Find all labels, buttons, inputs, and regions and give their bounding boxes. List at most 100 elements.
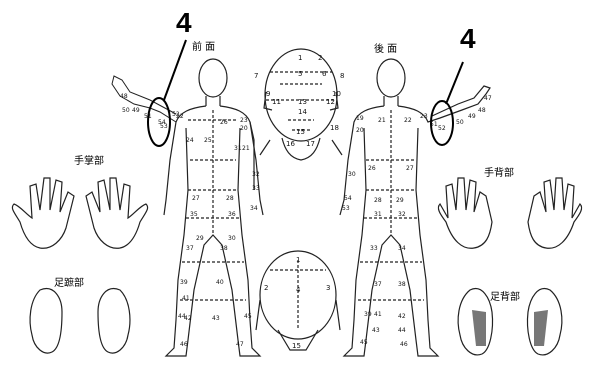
back-zone-label-33: 33 [370,245,378,252]
back-body-figure [340,59,490,356]
top-head-zone-label-3: 3 [326,284,330,292]
back-zone-label-31: 31 [374,211,382,218]
back-zone-label-39: 39 [364,311,372,318]
back-zone-label-53: 53 [342,205,350,212]
face-zone-label-18: 18 [330,124,339,132]
front-zone-label-50: 50 [122,107,130,114]
back-zone-label-42: 42 [398,313,406,320]
face-zone-label-1: 1 [298,54,302,62]
front-zone-label-31: 31 [234,145,242,152]
left-callout-line [164,40,186,100]
top-head-figure [256,251,340,350]
face-zone-label-17: 17 [306,140,315,148]
front-zone-label-49: 49 [132,107,140,114]
back-zone-label-32: 32 [398,211,406,218]
front-zone-label-38: 38 [220,245,228,252]
front-zone-label-28: 28 [226,195,234,202]
front-zone-label-26: 26 [220,119,228,126]
right-callout-number: 4 [460,23,476,54]
face-zone-label-7: 7 [254,72,258,80]
back-zone-label-38: 38 [398,281,406,288]
back-zone-label-47: 47 [484,95,492,102]
sole-title: 足蹠部 [54,276,84,289]
top-head-zone-label-4: 4 [296,286,301,294]
sole-feet [30,289,130,353]
top-head-zone-label-2: 2 [264,284,268,292]
front-zone-label-29: 29 [196,235,204,242]
face-zone-label-2: 2 [318,54,322,62]
front-zone-label-24: 24 [186,137,194,144]
face-zone-label-10: 10 [332,90,341,98]
front-zone-label-47: 47 [236,341,244,348]
front-title: 前 面 [192,40,215,53]
face-zone-label-12: 12 [326,98,335,106]
face-zone-label-16: 16 [286,140,295,148]
front-zone-label-34: 34 [250,205,258,212]
front-zone-label-23: 23 [240,117,248,124]
back-zone-label-51: 51 [430,121,438,128]
back-zone-label-54: 54 [344,195,352,202]
back-zone-label-34: 34 [398,245,406,252]
front-zone-label-44: 44 [178,313,186,320]
back-zone-label-29: 29 [396,197,404,204]
face-zone-label-13: 13 [298,98,307,106]
face-zone-label-15: 15 [296,128,305,136]
front-zone-label-37: 37 [186,245,194,252]
back-zone-label-49: 49 [468,113,476,120]
front-zone-label-30: 30 [228,235,236,242]
palm-title: 手掌部 [74,154,104,167]
back-zone-label-37: 37 [374,281,382,288]
back-zone-label-26: 26 [368,165,376,172]
back-zone-label-20: 20 [356,127,364,134]
front-zone-label-43: 43 [212,315,220,322]
back-zone-label-50: 50 [456,119,464,126]
hand-back-hands [438,178,581,248]
back-zone-label-43: 43 [372,327,380,334]
front-zone-label-41: 41 [182,295,190,302]
foot-back-title: 足背部 [490,290,520,303]
front-zone-label-39: 39 [180,279,188,286]
right-callout-line [446,62,463,104]
back-zone-label-19: 19 [356,115,364,122]
palm-hands [12,178,147,248]
front-zone-label-52: 52 [172,111,180,118]
back-zone-label-23: 23 [420,113,428,120]
left-callout-number: 4 [176,7,192,38]
front-zone-label-40: 40 [216,279,224,286]
front-zone-label-32: 32 [252,171,260,178]
face-zone-label-8: 8 [340,72,344,80]
face-zone-label-5: 5 [298,70,302,78]
front-zone-label-51: 51 [144,113,152,120]
back-zone-label-41: 41 [374,311,382,318]
back-zone-label-22: 22 [404,117,412,124]
front-zone-label-27: 27 [192,195,200,202]
back-zone-label-45: 45 [360,339,368,346]
top-head-zone-label-15: 15 [292,342,301,350]
back-zone-label-46: 46 [400,341,408,348]
back-zone-label-30: 30 [348,171,356,178]
front-body-figure [112,59,263,356]
front-zone-label-36: 36 [228,211,236,218]
front-zone-label-35: 35 [190,211,198,218]
back-zone-label-52: 52 [438,125,446,132]
front-zone-label-54: 54 [158,119,166,126]
face-zone-label-6: 6 [322,70,327,78]
front-zone-label-45: 45 [244,313,252,320]
front-zone-label-46: 46 [180,341,188,348]
back-title: 後 面 [374,42,397,55]
face-zone-label-11: 11 [272,98,281,106]
back-zone-label-48: 48 [478,107,486,114]
front-zone-label-48: 48 [120,93,128,100]
back-zone-label-27: 27 [406,165,414,172]
face-zone-label-14: 14 [298,108,307,116]
back-zone-label-21: 21 [378,117,386,124]
back-zone-label-28: 28 [374,197,382,204]
back-zone-label-44: 44 [398,327,406,334]
face-zone-label-9: 9 [266,90,270,98]
top-head-zone-label-1: 1 [296,256,300,264]
front-zone-label-20: 20 [240,125,248,132]
front-zone-label-33: 33 [252,185,260,192]
front-zone-label-21: 21 [242,145,250,152]
